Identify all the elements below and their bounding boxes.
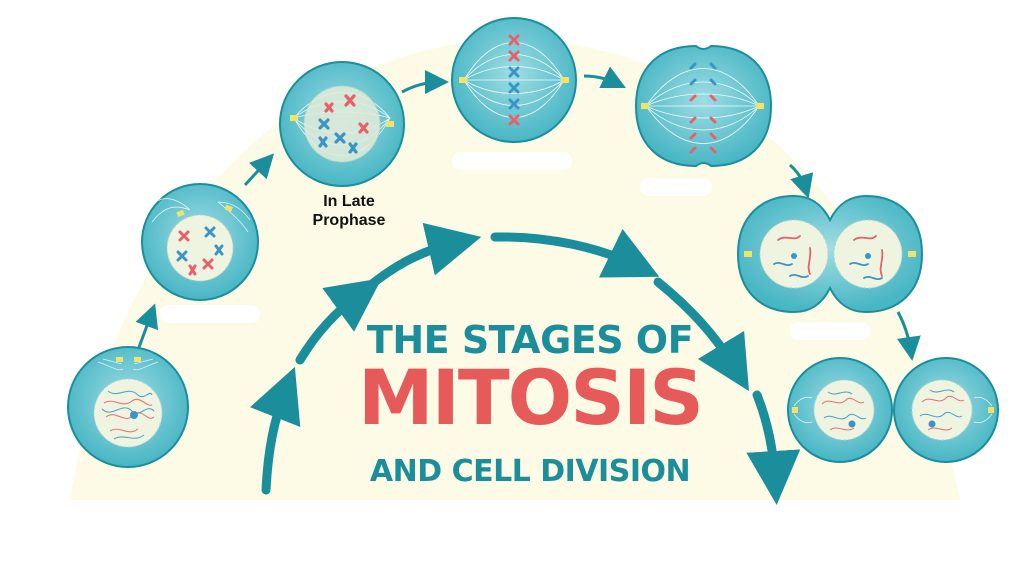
cytokinesis-daughter-cell-right [893, 357, 999, 463]
late-prophase-label-line1: In Late [323, 193, 375, 210]
title-line-1: THE STAGES OF [366, 318, 694, 362]
label-placeholder [452, 152, 572, 170]
big-arc-arrow-1 [249, 366, 301, 495]
arrow-prophase-to-late-prophase [243, 153, 275, 187]
early-prophase-cell [141, 183, 259, 301]
arrow-late-prophase-to-metaphase [401, 70, 449, 95]
arrow-telophase-to-cytokinesis [896, 311, 921, 361]
anaphase-cell [634, 44, 773, 168]
label-placeholder [790, 322, 870, 340]
late-prophase-label: In Late Prophase [294, 192, 404, 230]
cytokinesis-daughter-cell-left [787, 357, 893, 463]
big-arc-arrow-3 [367, 222, 482, 289]
title-line-2: MITOSIS [357, 353, 704, 442]
title-line-3: AND CELL DIVISION [369, 454, 691, 489]
late-prophase-label-line2: Prophase [312, 212, 386, 229]
late-prophase-cell [279, 61, 405, 187]
arrow-metaphase-to-anaphase [583, 66, 627, 89]
arrow-anaphase-to-telophase [788, 163, 814, 199]
big-arc-arrow-2 [295, 278, 382, 365]
telophase-cell [736, 194, 924, 314]
label-placeholder [640, 178, 712, 196]
big-arc-arrow-4 [490, 228, 660, 278]
label-placeholder [160, 305, 260, 323]
big-arc-arrow-6 [746, 390, 801, 505]
arrow-interphase-to-prophase [135, 303, 159, 351]
interphase-cell [67, 346, 189, 468]
metaphase-cell [451, 17, 577, 143]
big-arc-arrow-5 [653, 277, 749, 392]
